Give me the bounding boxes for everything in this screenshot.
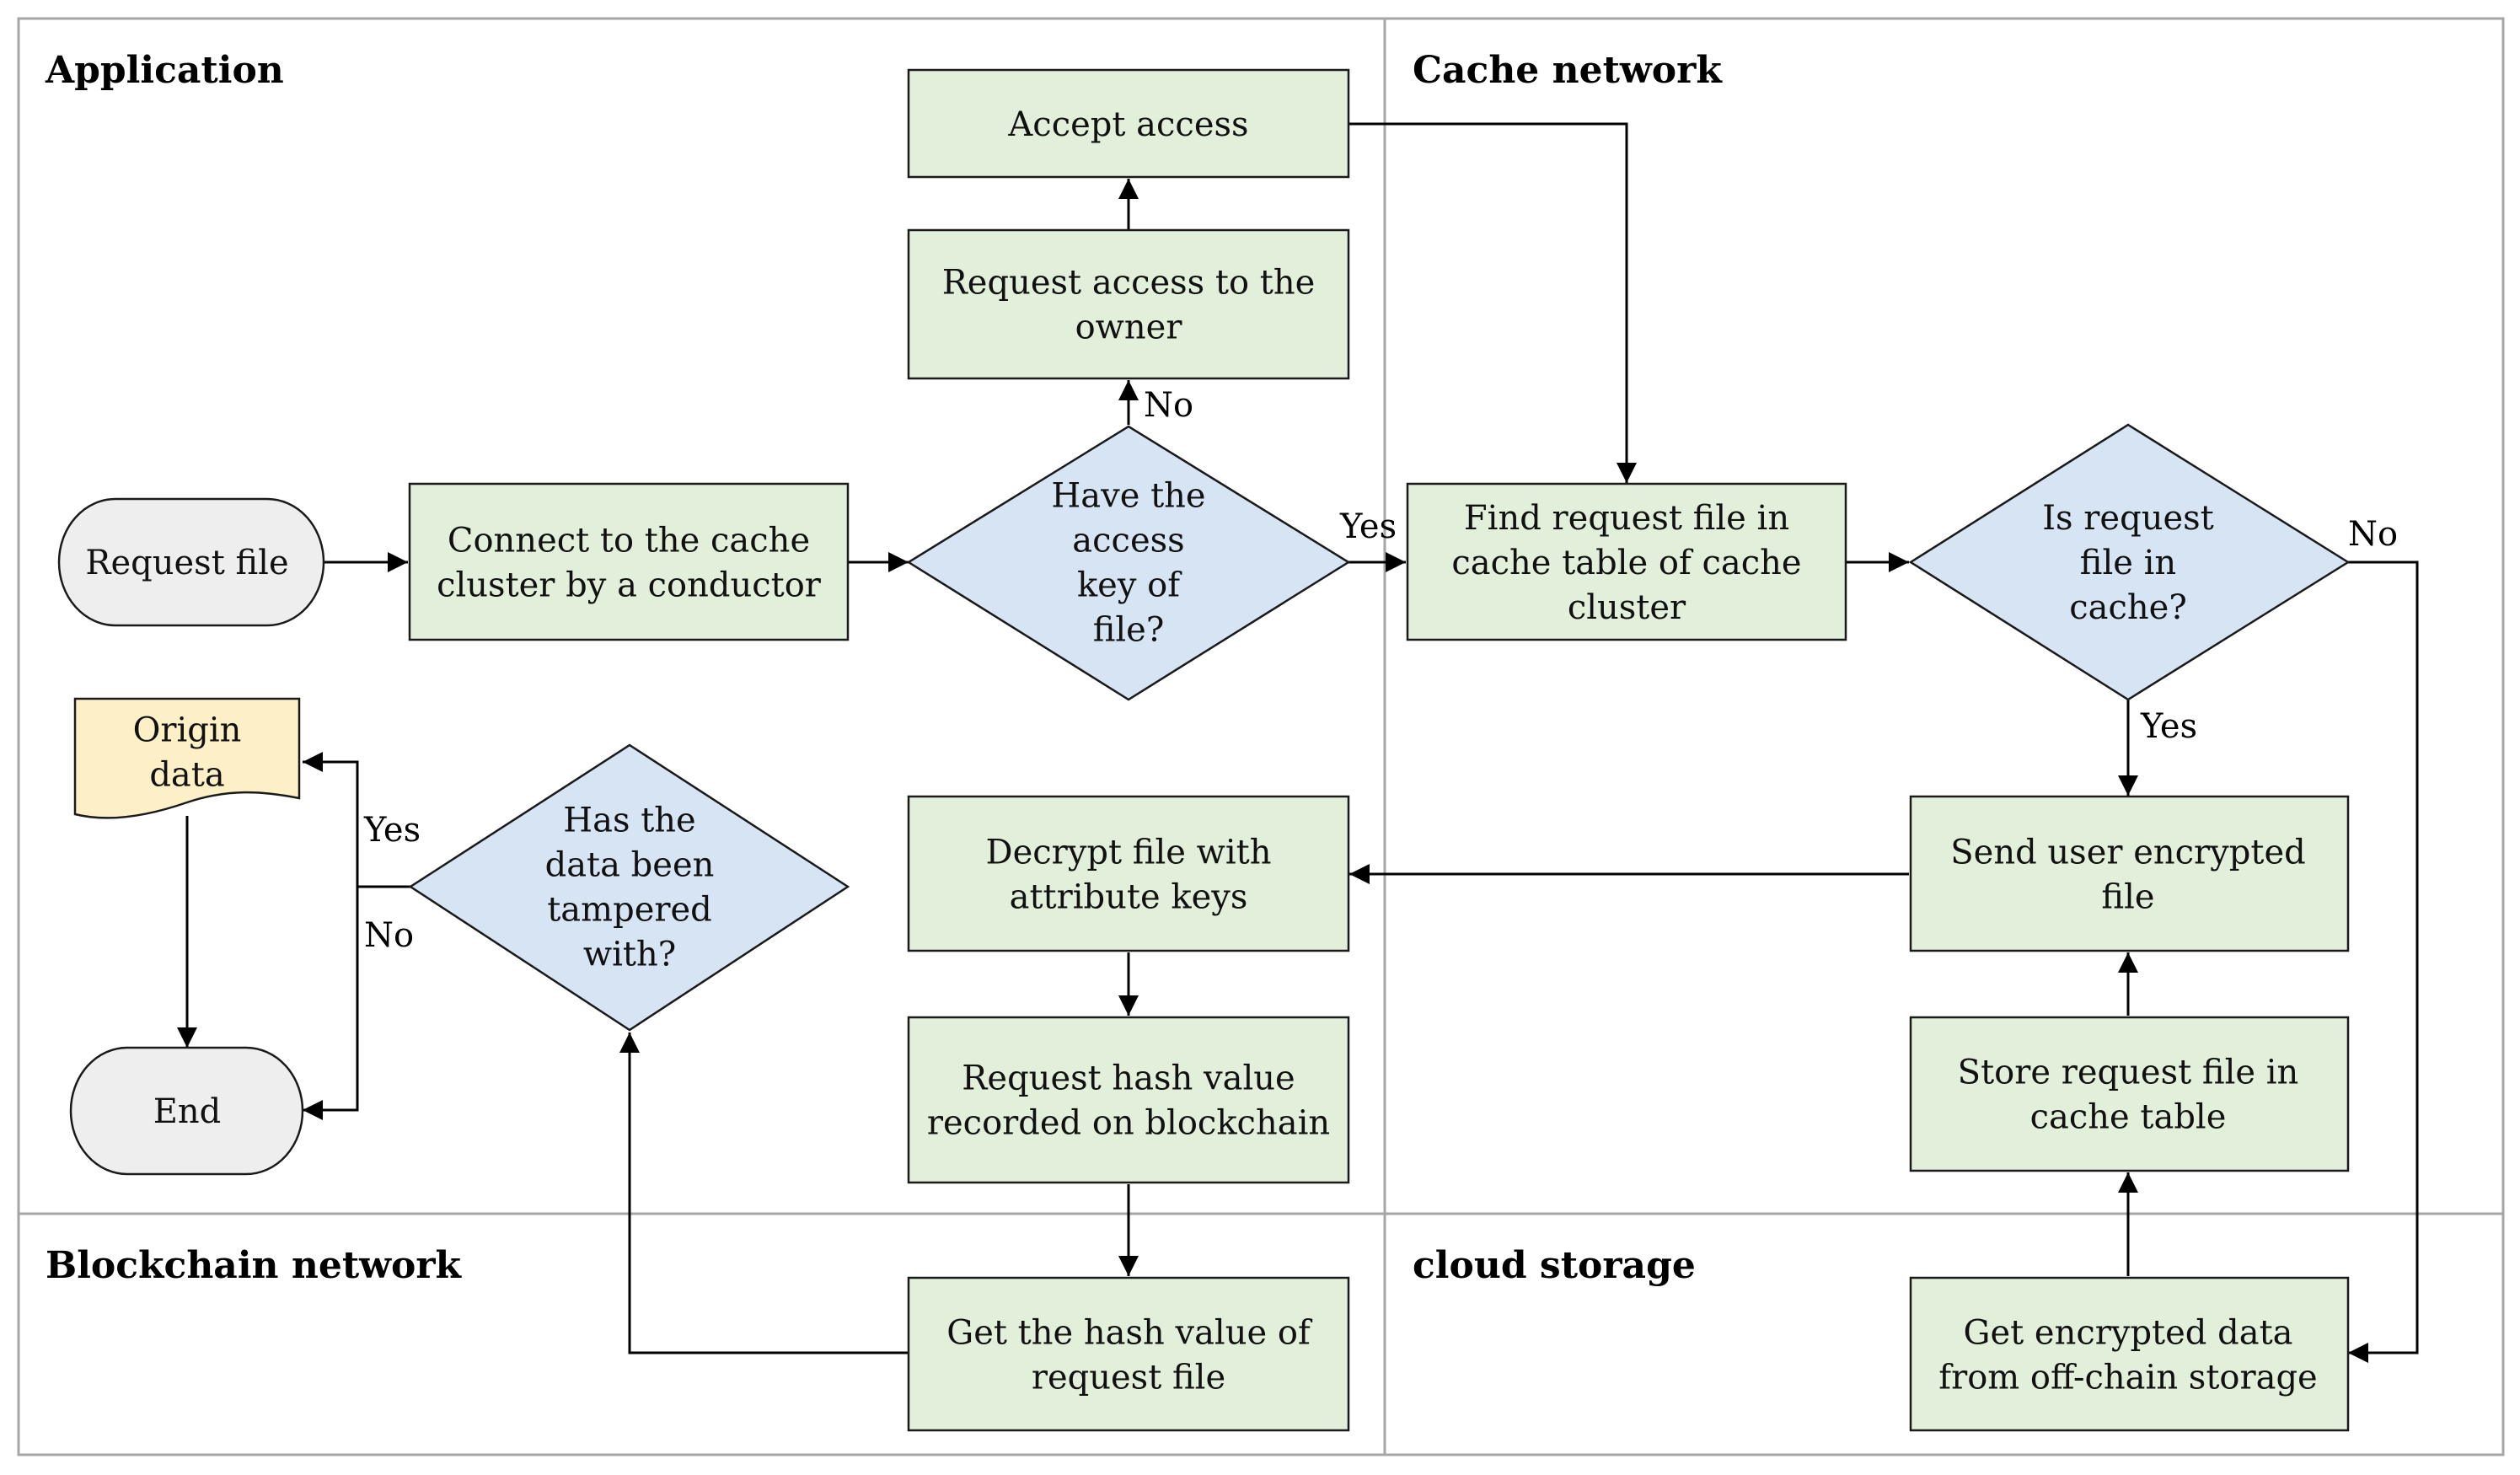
connect-cache-line: Connect to the cache (448, 522, 810, 560)
origin-data-line: data (149, 756, 224, 795)
is-request-in-cache-decision: Is request file in cache? (1908, 423, 2351, 701)
find-request-file-line: Find request file in (1464, 499, 1789, 538)
lane-title-cache-network: Cache network (1413, 49, 1723, 92)
request-access-owner-line: Request access to the (942, 264, 1316, 303)
request-file-node: Request file (57, 497, 325, 627)
decrypt-file-line: attribute keys (1010, 878, 1248, 917)
accept-access-line: Accept access (1007, 105, 1248, 144)
get-encrypted-data-node: Get encrypted data from off-chain storage (1909, 1276, 2350, 1432)
send-user-encrypted-line: file (2101, 878, 2154, 917)
request-hash-value-node: Request hash value recorded on blockchain (907, 1016, 1350, 1184)
get-hash-value-label: Get the hash value of request file (946, 1314, 1313, 1397)
have-access-key-line: file? (1093, 611, 1165, 650)
lane-title-blockchain-network: Blockchain network (46, 1244, 463, 1287)
lane-title-cloud-storage: cloud storage (1413, 1244, 1696, 1287)
end-node: End (69, 1046, 304, 1176)
request-hash-value-label: Request hash value recorded on blockchain (927, 1059, 1330, 1143)
have-access-key-line: key of (1077, 566, 1182, 605)
send-user-encrypted-label: Send user encrypted file (1950, 834, 2305, 917)
edge-tampered-yes-to-origin (303, 752, 359, 887)
edge-label-cache-no: No (2348, 515, 2398, 554)
connect-cache-label: Connect to the cache cluster by a conduct… (437, 522, 822, 605)
end-line: End (153, 1092, 222, 1131)
decrypt-file-label: Decrypt file with attribute keys (986, 834, 1272, 917)
have-access-key-line: Have the (1051, 477, 1205, 516)
is-request-in-cache-line: Is request (2042, 499, 2213, 538)
edge-get-hash-to-tampered (619, 1032, 909, 1354)
store-request-file-node: Store request file in cache table (1909, 1016, 2350, 1172)
decrypt-file-node: Decrypt file with attribute keys (907, 795, 1350, 952)
have-access-key-decision: Have the access key of file? (906, 425, 1351, 701)
request-access-owner-node: Request access to the owner (907, 228, 1350, 380)
has-data-tampered-line: Has the (563, 802, 695, 840)
find-request-file-line: cache table of cache (1451, 544, 1801, 582)
is-request-in-cache-line: cache? (2069, 588, 2187, 627)
get-hash-value-node: Get the hash value of request file (907, 1276, 1350, 1432)
get-hash-value-line: Get the hash value of (946, 1314, 1313, 1353)
find-request-file-label: Find request file in cache table of cache… (1451, 499, 1801, 627)
find-request-file-node: Find request file in cache table of cache… (1406, 482, 1847, 641)
end-label: End (153, 1092, 222, 1131)
lane-frame (17, 17, 2505, 1456)
has-data-tampered-decision: Has the data been tampered with? (408, 743, 850, 1032)
is-request-in-cache-label: Is request file in cache? (2042, 499, 2213, 627)
has-data-tampered-line: with? (583, 936, 676, 974)
origin-data-line: Origin (133, 711, 242, 750)
swimlane-grid (17, 17, 2505, 1456)
request-hash-value-line: Request hash value (962, 1059, 1295, 1098)
request-hash-value-line: recorded on blockchain (927, 1104, 1330, 1143)
decrypt-file-line: Decrypt file with (986, 834, 1272, 872)
store-request-file-line: Store request file in (1958, 1054, 2299, 1092)
find-request-file-line: cluster (1568, 588, 1686, 627)
is-request-in-cache-line: file in (2080, 544, 2176, 582)
edge-label-tampered-no: No (364, 916, 414, 955)
send-user-encrypted-line: Send user encrypted (1950, 834, 2305, 872)
edge-tampered-no-to-end (303, 887, 359, 1120)
edge-label-access-no: No (1144, 386, 1193, 425)
has-data-tampered-label: Has the data been tampered with? (545, 802, 715, 974)
accept-access-label: Accept access (1007, 105, 1248, 144)
get-encrypted-data-line: from off-chain storage (1938, 1359, 2317, 1397)
request-access-owner-line: owner (1075, 308, 1183, 347)
store-request-file-line: cache table (2030, 1098, 2227, 1137)
accept-access-node: Accept access (907, 68, 1350, 179)
origin-data-node: Origin data (73, 697, 301, 819)
edge-label-access-yes: Yes (1339, 507, 1397, 546)
get-hash-value-line: request file (1032, 1359, 1225, 1397)
request-file-label: Request file (85, 544, 288, 582)
connect-cache-line: cluster by a conductor (437, 566, 822, 605)
has-data-tampered-line: data been (545, 846, 715, 885)
edge-is-cache-no-to-get-encrypted (2346, 560, 2419, 1363)
have-access-key-line: access (1072, 522, 1184, 560)
edge-label-tampered-yes: Yes (363, 811, 421, 850)
send-user-encrypted-node: Send user encrypted file (1909, 795, 2350, 952)
request-file-line: Request file (85, 544, 288, 582)
store-request-file-label: Store request file in cache table (1958, 1054, 2299, 1137)
origin-data-label: Origin data (133, 711, 242, 795)
edges (177, 122, 2419, 1363)
have-access-key-label: Have the access key of file? (1051, 477, 1205, 650)
get-encrypted-data-label: Get encrypted data from off-chain storage (1938, 1314, 2317, 1397)
edge-label-cache-yes: Yes (2140, 707, 2197, 746)
get-encrypted-data-line: Get encrypted data (1963, 1314, 2292, 1353)
lane-title-application: Application (45, 49, 284, 92)
edge-accept-to-find (1348, 122, 1637, 483)
request-access-owner-label: Request access to the owner (942, 264, 1316, 347)
connect-cache-node: Connect to the cache cluster by a conduct… (408, 482, 850, 641)
has-data-tampered-line: tampered (547, 891, 712, 930)
